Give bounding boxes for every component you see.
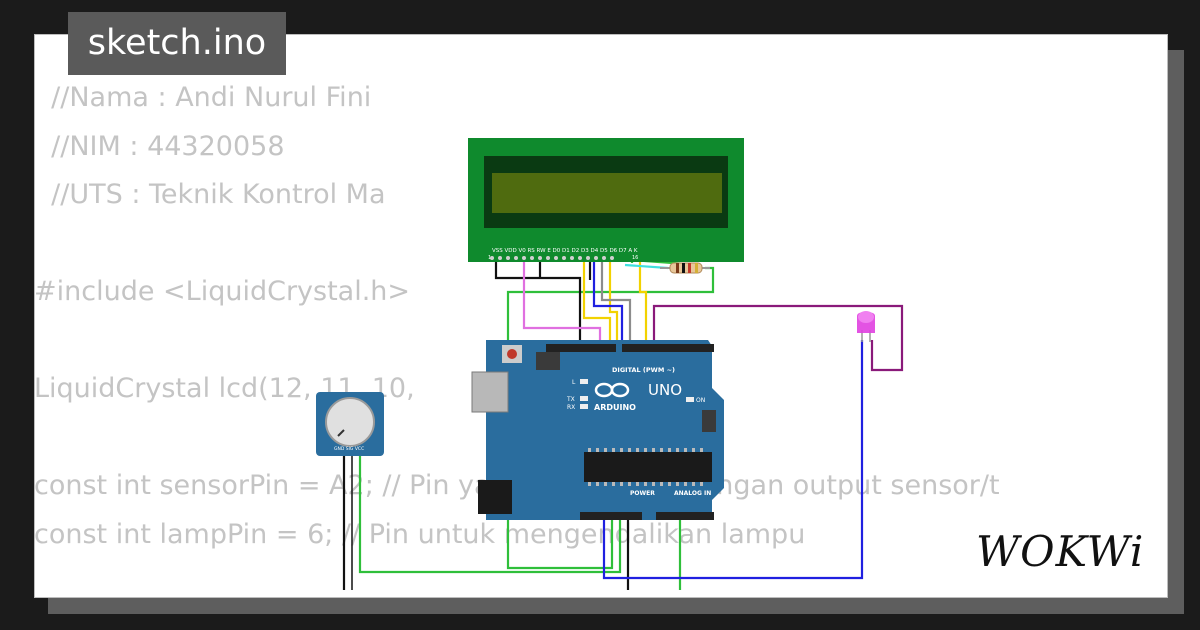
- wire-gray-d5: [600, 255, 632, 350]
- brand-label: ARDUINO: [594, 403, 636, 412]
- reset-button-cap: [507, 349, 517, 359]
- wire-pink-rs: [522, 255, 602, 350]
- wokwi-logo: WOKWi: [976, 527, 1144, 576]
- code-line: const int lampPin = 6; // Pin untuk meng…: [34, 518, 806, 550]
- led-l: [580, 379, 588, 384]
- power-jack: [478, 480, 512, 514]
- analog-label: ANALOG IN: [674, 490, 711, 497]
- pot-indicator: [337, 429, 345, 437]
- code-line: #include <LiquidCrystal.h>: [34, 276, 411, 307]
- wire-black-gnd-1: [494, 255, 582, 350]
- chip-pins: [588, 448, 703, 486]
- wire-yellow-d7: [638, 255, 648, 350]
- arduino-logo: UNO ARDUINO: [594, 381, 682, 412]
- code-line: //NIM : 44320058: [34, 130, 285, 162]
- model-label: UNO: [648, 381, 682, 399]
- analog-header: [656, 512, 714, 520]
- lcd-pin-16: 16: [632, 255, 638, 261]
- led-rx-label: RX: [567, 404, 575, 411]
- on-label: ON: [696, 397, 705, 404]
- wire-purple-led: [652, 304, 904, 372]
- code-line: //UTS : Teknik Kontrol Ma: [34, 179, 386, 210]
- wokwi-logo-text: WOKWi: [976, 527, 1144, 576]
- led-tx: [580, 396, 588, 401]
- code-preview: //Nama : Andi Nurul Fini //NIM : 4432005…: [34, 74, 1000, 559]
- power-header: [580, 512, 642, 520]
- led-l-label: L: [572, 379, 576, 386]
- usb-port: [471, 371, 509, 413]
- power-label: POWER: [630, 490, 655, 497]
- lcd-pin-labels: VSS VDD V0 RS RW E D0 D1 D2 D3 D4 D5 D6 …: [492, 248, 638, 254]
- resistor[interactable]: [660, 262, 710, 274]
- sketch-filename-tab[interactable]: sketch.ino: [68, 12, 286, 75]
- lcd-pins: [490, 256, 614, 260]
- potentiometer[interactable]: GND SIG VCC: [316, 392, 384, 456]
- wire-blue-led-gnd: [602, 340, 864, 580]
- digital-header-left: [546, 344, 616, 352]
- arduino-uno[interactable]: DIGITAL (PWM ~) L TX RX UNO ARDUINO ON P…: [471, 340, 724, 520]
- wire-green-pot-vcc: [358, 452, 622, 574]
- pot-pin-labels: GND SIG VCC: [334, 446, 364, 452]
- wire-yellow-d6: [608, 255, 619, 350]
- side-header: [702, 410, 716, 432]
- atmega-chip: [584, 452, 712, 482]
- led-rx: [580, 404, 588, 409]
- pot-knob[interactable]: [325, 397, 375, 447]
- icsp-header: [536, 352, 560, 370]
- led[interactable]: [857, 311, 875, 342]
- lcd-screen: [492, 173, 722, 213]
- digital-header-right: [622, 344, 714, 352]
- code-line: LiquidCrystal lcd(12, 11, 10,: [34, 373, 415, 404]
- lcd-pin-1: 1: [488, 255, 491, 261]
- wire-yellow-d4: [582, 255, 612, 350]
- wire-blue-d5: [592, 255, 624, 350]
- digital-label: DIGITAL (PWM ~): [612, 366, 675, 374]
- lcd-module[interactable]: VSS VDD V0 RS RW E D0 D1 D2 D3 D4 D5 D6 …: [468, 138, 744, 262]
- code-line: //Nama : Andi Nurul Fini: [34, 82, 372, 113]
- led-tx-label: TX: [566, 396, 575, 403]
- led-on: [686, 397, 694, 402]
